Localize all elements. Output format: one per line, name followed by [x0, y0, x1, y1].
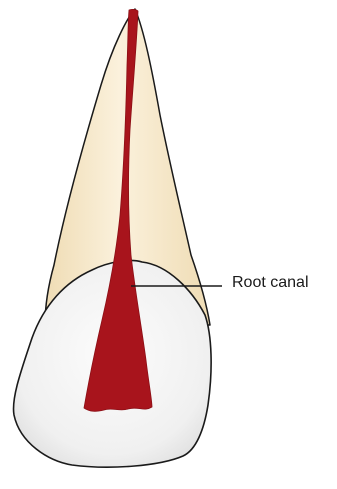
root-canal-label: Root canal [232, 274, 309, 292]
